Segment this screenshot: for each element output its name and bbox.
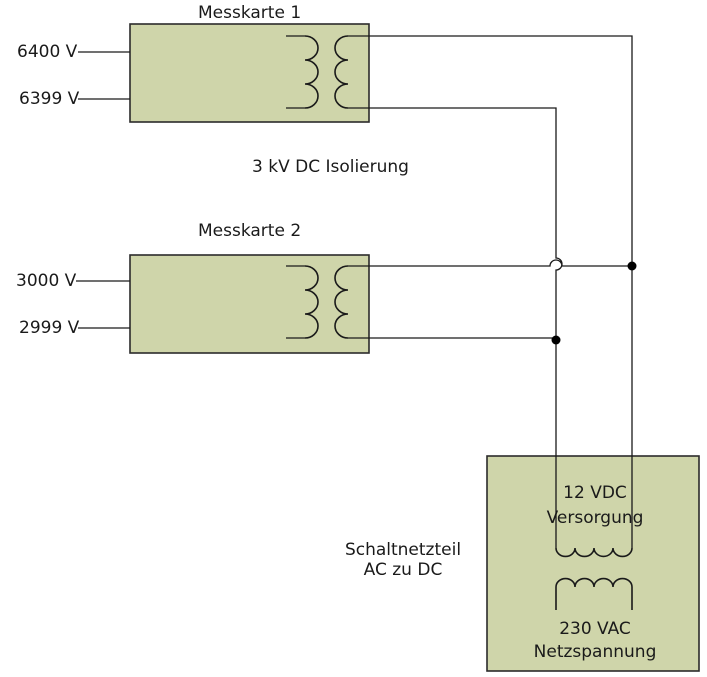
input-label-6400: 6400 V [17, 42, 78, 62]
primary-label: 230 VAC Netzspannung [520, 619, 670, 662]
input-label-2999: 2999 V [19, 318, 80, 338]
secondary-coil [555, 547, 633, 558]
primary-label-line2: Netzspannung [533, 642, 657, 662]
schaltnetzteil-label-line2: AC zu DC [363, 560, 443, 580]
secondary-label-line2: Versorgung [546, 508, 644, 528]
wire-card2-top [348, 259, 632, 267]
transformer-2 [286, 265, 349, 339]
wire-card1-top-to-right-rail [348, 35, 633, 548]
input-label-6399: 6399 V [19, 89, 80, 109]
messkarte-2-box [129, 254, 370, 354]
input-label-3000: 3000 V [16, 271, 77, 291]
schaltnetzteil-label-line1: Schaltnetzteil [344, 540, 462, 560]
transformer-1 [286, 35, 349, 109]
junction-dot-left [551, 335, 561, 345]
messkarte-1-box [129, 23, 370, 123]
secondary-label-line1: 12 VDC [563, 483, 627, 503]
schaltnetzteil-box [486, 455, 700, 672]
messkarte-1-title: Messkarte 1 [198, 3, 302, 23]
secondary-label: 12 VDC Versorgung [532, 483, 658, 528]
primary-coil [555, 577, 633, 610]
messkarte-2-title: Messkarte 2 [198, 221, 302, 241]
junction-dot-right [627, 261, 637, 271]
primary-label-line1: 230 VAC [559, 619, 631, 639]
isolation-label: 3 kV DC Isolierung [252, 157, 409, 177]
schaltnetzteil-label: Schaltnetzteil AC zu DC [340, 540, 466, 580]
